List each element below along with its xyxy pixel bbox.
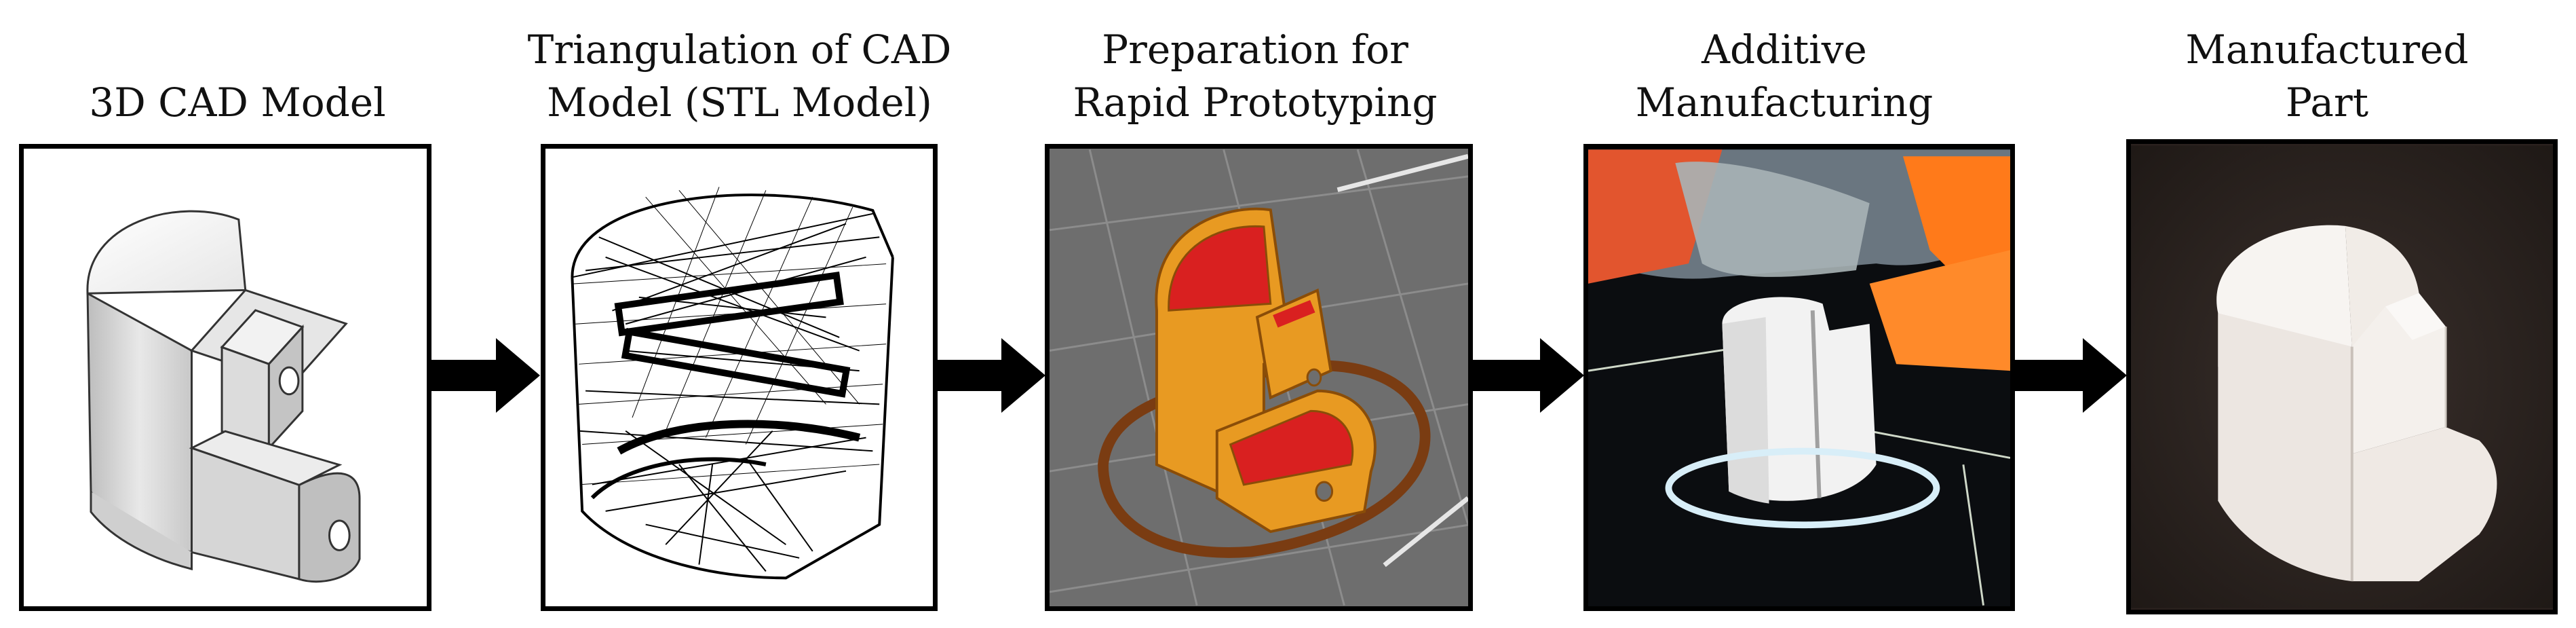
slicer-preview [1050,149,1468,606]
step-label-cad: 3D CAD Model [89,79,386,126]
preparation-panel [1045,144,1473,611]
manufactured-part-panel [2126,139,2558,614]
arrow-additive-to-manufactured [2015,338,2127,413]
step-label-stl: Triangulation of CAD Model (STL Model) [527,26,952,126]
arrow-cad-to-stl [431,338,540,413]
printing-photo [1588,149,2010,606]
cad-model-panel [19,144,431,611]
additive-manufacturing-panel [1583,144,2015,611]
step-label-manufactured: Manufactured Part [2185,26,2469,126]
printed-part-photo [2131,145,2553,608]
step-label-preparation: Preparation for Rapid Prototyping [1073,26,1438,126]
cad-model-render [86,210,361,583]
step-label-additive: Additive Manufacturing [1635,26,1934,126]
arrow-stl-to-preparation [937,338,1045,413]
stl-wireframe [571,187,894,580]
arrow-preparation-to-additive [1472,338,1584,413]
stl-model-panel [541,144,938,611]
